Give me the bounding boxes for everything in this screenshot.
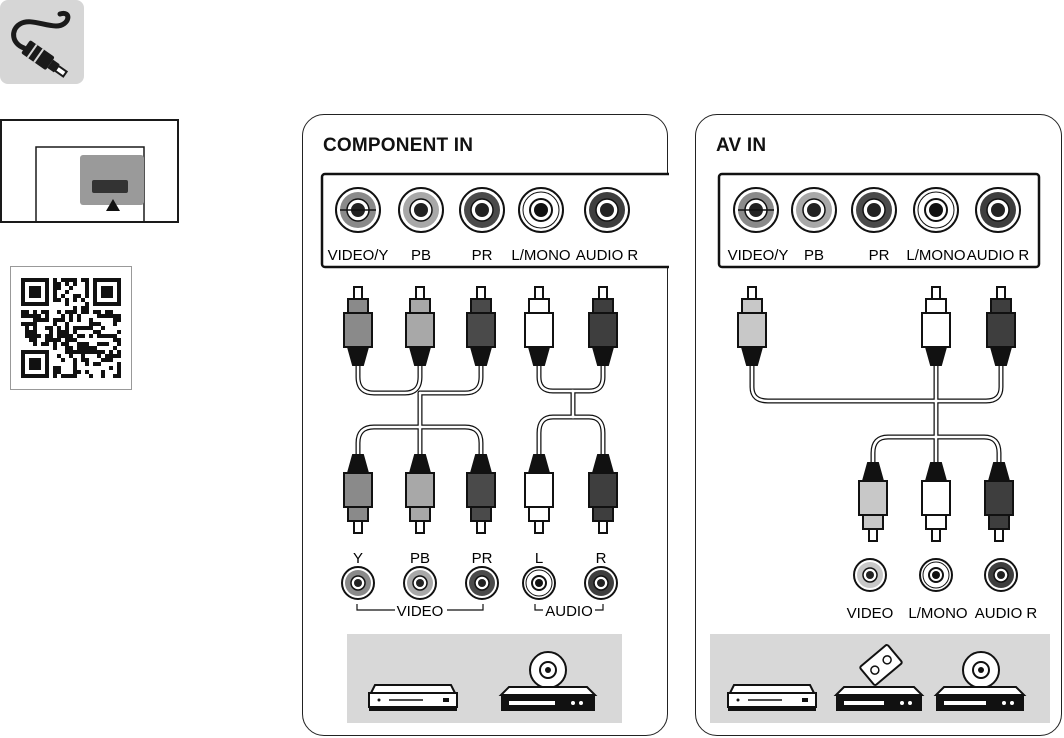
tv-jack-label-pr: PR: [869, 247, 890, 264]
blu-ray-player-icon: [933, 651, 1027, 711]
av-cable-bundle: [749, 360, 1004, 466]
component-in-title: COMPONENT IN: [323, 135, 474, 156]
plug-bottom-audio-r: [984, 462, 1014, 542]
video-group-label: VIDEO: [397, 603, 444, 620]
tv-jack-audio-r[interactable]: [584, 187, 630, 233]
plug-top-video-y: [343, 286, 373, 366]
plug-top-audio-r: [588, 286, 618, 366]
av-in-title: AV IN: [716, 135, 767, 156]
audio-group-bracket: [534, 604, 604, 611]
tv-jack-label-pb: PB: [411, 247, 431, 264]
device-jack-audio-r[interactable]: [984, 558, 1018, 592]
component-in-panel: COMPONENT IN: [302, 114, 669, 736]
dvd-player-icon: [368, 684, 458, 711]
plug-bottom-y: [343, 454, 373, 534]
plug-bottom-l: [524, 454, 554, 534]
tv-jack-video-y[interactable]: [733, 187, 779, 233]
av-in-panel: AV IN: [695, 114, 1062, 736]
cable-icon: [0, 0, 84, 84]
plug-top-l-mono: [921, 286, 951, 366]
device-jack-pr[interactable]: [465, 566, 499, 600]
device-jack-pb[interactable]: [403, 566, 437, 600]
audio-group-label: AUDIO: [545, 603, 593, 620]
plug-bottom-pb: [405, 454, 435, 534]
device-jack-label-r: R: [596, 550, 607, 567]
tv-back-panel-illustration: [0, 119, 180, 223]
dvd-player-icon: [727, 684, 817, 711]
tv-jack-l-mono[interactable]: [913, 187, 959, 233]
tv-jack-label-l-mono: L/MONO: [906, 247, 965, 264]
tv-jack-pr[interactable]: [851, 187, 897, 233]
device-jack-label-y: Y: [353, 550, 363, 567]
tv-jack-label-pr: PR: [472, 247, 493, 264]
video-group-bracket: [356, 604, 484, 611]
plug-bottom-r: [588, 454, 618, 534]
device-jack-y[interactable]: [341, 566, 375, 600]
device-jack-label-pr: PR: [472, 550, 493, 567]
plug-top-pr: [466, 286, 496, 366]
device-jack-video[interactable]: [853, 558, 887, 592]
tv-jack-l-mono[interactable]: [518, 187, 564, 233]
tv-jack-label-pb: PB: [804, 247, 824, 264]
device-jack-label-video: VIDEO: [847, 605, 894, 622]
device-jack-r[interactable]: [584, 566, 618, 600]
tv-jack-pb[interactable]: [791, 187, 837, 233]
plug-top-l-mono: [524, 286, 554, 366]
plug-bottom-video: [858, 462, 888, 542]
device-jack-l-mono[interactable]: [919, 558, 953, 592]
tv-jack-label-audio-r: AUDIO R: [967, 247, 1030, 264]
device-jack-label-l: L: [535, 550, 543, 567]
component-cable-bundle: [355, 360, 606, 458]
qr-code: [10, 266, 132, 390]
tv-jack-label-l-mono: L/MONO: [511, 247, 570, 264]
plug-top-pb: [405, 286, 435, 366]
tv-jack-pr[interactable]: [459, 187, 505, 233]
device-jack-label-audio-r: AUDIO R: [975, 605, 1038, 622]
tv-jack-label-video-y: VIDEO/Y: [328, 247, 389, 264]
tv-jack-audio-r[interactable]: [975, 187, 1021, 233]
tv-jack-label-audio-r: AUDIO R: [576, 247, 639, 264]
tv-jack-video-y[interactable]: [335, 187, 381, 233]
plug-top-video: [737, 286, 767, 366]
device-jack-l[interactable]: [522, 566, 556, 600]
plug-bottom-l-mono: [921, 462, 951, 542]
device-jack-label-l-mono: L/MONO: [908, 605, 967, 622]
device-jack-label-pb: PB: [410, 550, 430, 567]
tv-jack-pb[interactable]: [398, 187, 444, 233]
plug-bottom-pr: [466, 454, 496, 534]
blu-ray-player-icon: [498, 651, 598, 711]
tv-jack-label-video-y: VIDEO/Y: [728, 247, 789, 264]
plug-top-audio-r: [986, 286, 1016, 366]
vcr-icon: [833, 644, 925, 711]
